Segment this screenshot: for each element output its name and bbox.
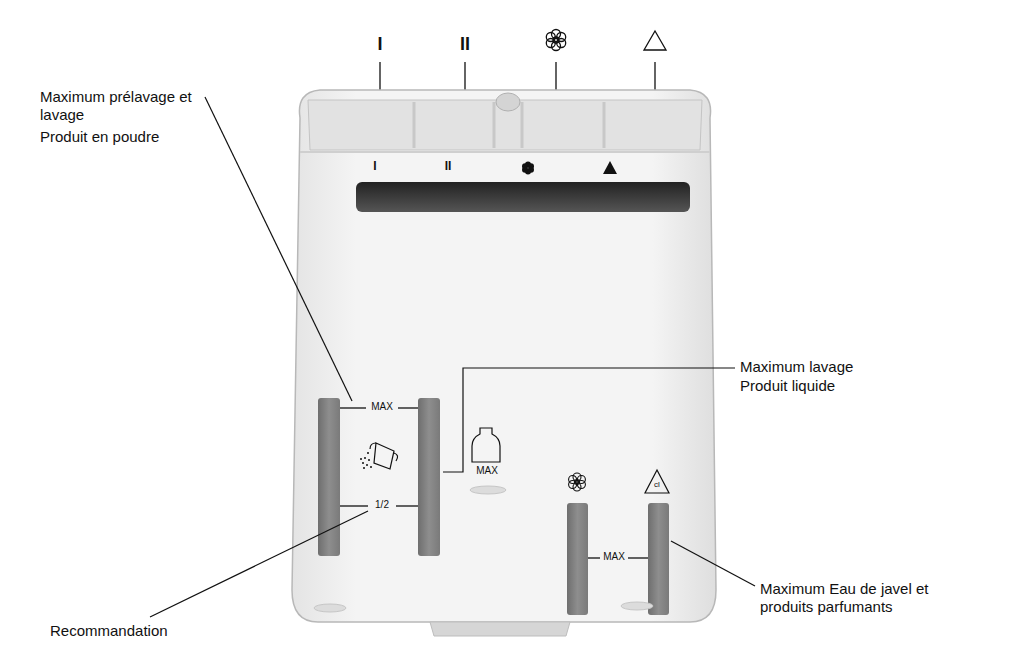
compartment-number: I bbox=[377, 33, 382, 55]
callout-text: Maximum lavage bbox=[740, 358, 853, 376]
level-mark: MAX bbox=[476, 465, 498, 477]
compartment-mark: II bbox=[445, 159, 452, 173]
drawer-body bbox=[292, 90, 716, 622]
powder-icon bbox=[360, 443, 398, 469]
callout-leaders bbox=[150, 97, 755, 617]
softener-symbol bbox=[546, 30, 565, 51]
drawer-tab bbox=[430, 622, 570, 636]
callout-text: Maximum Eau de javel et produits parfuma… bbox=[760, 580, 960, 616]
bleach-icon bbox=[645, 470, 669, 493]
compartment-mark: I bbox=[373, 159, 376, 173]
leader-line bbox=[205, 97, 352, 401]
finger-grip bbox=[314, 604, 346, 612]
bleach-mark bbox=[603, 161, 617, 174]
callout-text: Produit en poudre bbox=[40, 128, 159, 146]
leader-line bbox=[150, 511, 368, 617]
softener-mark bbox=[522, 162, 534, 175]
bleach-symbol bbox=[644, 31, 666, 50]
bleach-unit: cl bbox=[654, 480, 660, 490]
level-window bbox=[418, 398, 440, 556]
level-ticks bbox=[340, 408, 648, 558]
finger-grip bbox=[621, 602, 653, 610]
siphon-cap bbox=[496, 93, 520, 111]
softener-icon bbox=[569, 473, 586, 491]
level-window bbox=[567, 503, 588, 615]
finger-grip bbox=[470, 486, 506, 494]
drawer-handle-slot bbox=[356, 182, 690, 212]
leader-line bbox=[443, 368, 735, 472]
liquid-bottle-icon bbox=[472, 428, 500, 462]
callout-text: Produit liquide bbox=[740, 377, 835, 395]
callout-text: Maximum prélavage et lavage bbox=[40, 88, 215, 124]
level-mark: MAX bbox=[603, 551, 625, 563]
callout-text: Recommandation bbox=[50, 622, 168, 640]
leader-line bbox=[671, 541, 755, 586]
level-window bbox=[648, 503, 669, 615]
front-edge bbox=[300, 151, 710, 153]
compartment-number: II bbox=[460, 33, 470, 55]
level-window bbox=[318, 398, 340, 556]
level-mark: MAX bbox=[371, 401, 393, 413]
level-mark: 1/2 bbox=[375, 499, 389, 511]
